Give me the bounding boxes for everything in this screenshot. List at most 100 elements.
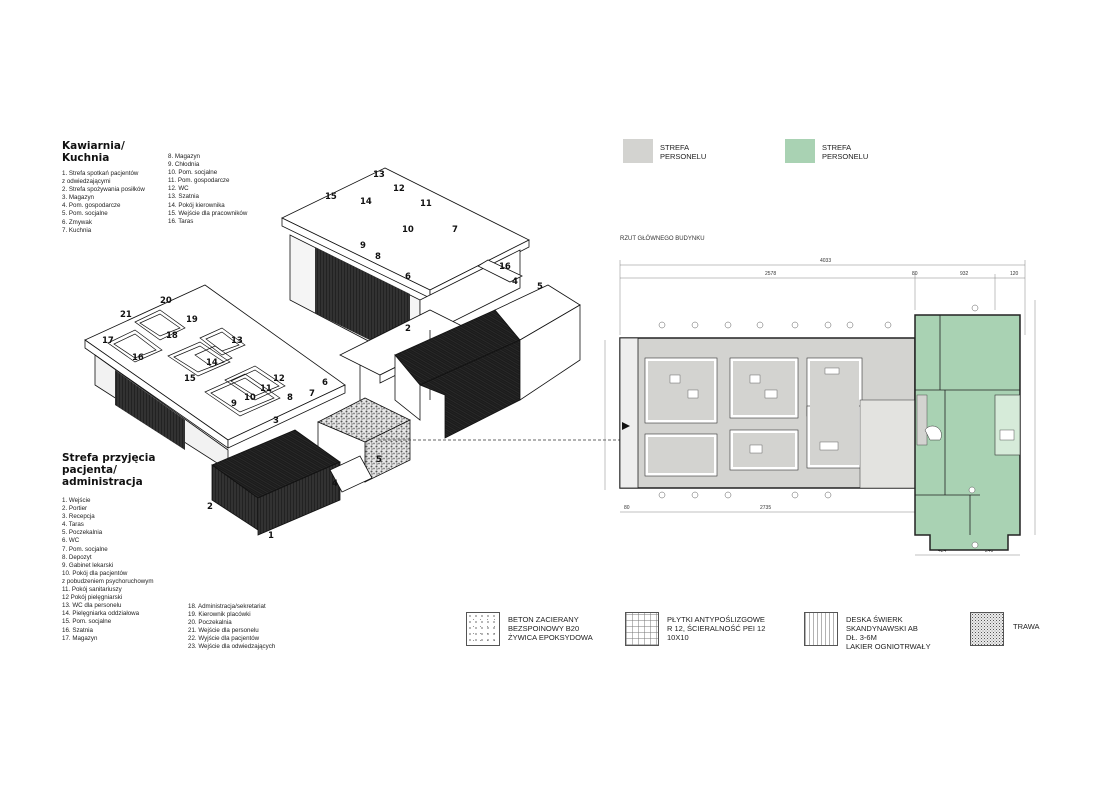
dim-c: 932: [960, 271, 969, 277]
axo-label: 1: [268, 531, 274, 541]
axo-label: 2: [405, 324, 411, 334]
axo-label: 20: [160, 296, 172, 306]
dim-g: 240: [985, 548, 994, 554]
floor-plan: 4033 2578 80 932 120 2735 424 240 80: [604, 258, 1036, 556]
list-item: 8. Magazyn: [168, 153, 200, 160]
axo-label: 17: [102, 336, 114, 346]
list-item: 12 Pokój pielęgniarski: [62, 594, 123, 602]
axo-label: 6: [322, 378, 328, 388]
list-item: 21. Wejście dla personelu: [188, 627, 259, 635]
list-item: 15. Wejście dla pracowników: [168, 209, 248, 217]
gabled-wing: [394, 284, 581, 439]
grid-texture-icon: [625, 612, 659, 646]
list-item: 19. Kierownik placówki: [188, 611, 251, 619]
axo-label: 4: [512, 277, 518, 287]
list-item: 3. Recepcja: [62, 513, 95, 521]
entrance-block: [211, 429, 373, 536]
list-item: 10. Pom. socjalne: [168, 169, 218, 177]
list-item: 7. Pom. socjalne: [62, 545, 108, 553]
list-item: z pobudzeniem psychoruchowym: [62, 577, 154, 585]
dim-d: 120: [1010, 271, 1019, 277]
dim-total: 4033: [820, 258, 831, 264]
list-item: 11. Pokój sanitariuszy: [62, 586, 122, 594]
material-label: DESKA ŚWIERK SKANDYNAWSKI AB DŁ. 3-6M LA…: [846, 615, 931, 651]
axo-label: 8: [287, 393, 293, 403]
dim-a: 2578: [765, 271, 776, 277]
list-item: 3. Magazyn: [62, 194, 94, 202]
list-item: 8. Depozyt: [62, 553, 92, 561]
material-label: BETON ZACIERANY BEZSPOINOWY B20 ŻYWICA E…: [508, 615, 593, 642]
axo-label: 15: [325, 192, 337, 202]
list-item: 1. Wejście: [62, 497, 91, 504]
list-item: 12. WC: [168, 185, 189, 193]
dim-e: 2735: [760, 505, 771, 511]
zone-label-green: STREFA PERSONELU: [822, 143, 869, 161]
list-item: 17. Magazyn: [62, 634, 98, 642]
axo-label: 16: [499, 262, 511, 272]
list-item: 5. Poczekalnia: [62, 529, 103, 537]
axo-label: 5: [376, 455, 382, 465]
axo-label: 8: [375, 252, 381, 262]
material-label: PŁYTKI ANTYPOŚLIZGOWE R 12, ŚCIERALNOŚĆ …: [667, 615, 766, 642]
list-item: 13. Szatnia: [168, 193, 199, 201]
axo-labels-admin: 20 21 19 18 17 13 16 14 15 12 11 10 9 8 …: [102, 296, 382, 541]
list-item: 14. Pielęgniarka oddziałowa: [62, 610, 140, 618]
list-item: 14. Pokój kierownika: [168, 201, 225, 209]
list-item: 4. Taras: [62, 521, 84, 529]
axo-label: 16: [132, 353, 144, 363]
list-item: 20. Poczekalnia: [188, 619, 232, 627]
axo-label: 4: [332, 479, 338, 489]
axo-label: 7: [309, 389, 315, 399]
zone-swatch-green: [785, 139, 815, 163]
lines-texture-icon: [804, 612, 838, 646]
kawiarnia-heading: Kawiarnia/ Kuchnia: [62, 140, 125, 164]
axo-label: 12: [273, 374, 285, 384]
list-item: 9. Chłodnia: [168, 161, 200, 169]
dimension-lines: [604, 260, 1036, 556]
zone-label-grey: STREFA PERSONELU: [660, 143, 707, 161]
axo-label: 14: [206, 358, 218, 368]
entrance-arrow-icon: [622, 422, 630, 430]
list-item: 2. Portier: [62, 505, 88, 513]
list-item: 1. Strefa spotkań pacjentów: [62, 170, 139, 177]
list-item: 13. WC dla personelu: [62, 602, 122, 610]
dots-texture-icon: [466, 612, 500, 646]
list-item: 4. Pom. gospodarcze: [62, 202, 121, 210]
axo-label: 10: [244, 393, 256, 403]
axo-label: 11: [260, 384, 272, 394]
axo-label: 11: [420, 199, 432, 209]
green-zone: [914, 314, 1021, 551]
axo-label: 7: [452, 225, 458, 235]
axo-label: 21: [120, 310, 132, 320]
list-item: 22. Wyjście dla pacjentów: [188, 635, 260, 643]
list-item: 18. Administracja/sekretariat: [188, 603, 266, 610]
zone-swatch-grey: [623, 139, 653, 163]
axo-label: 13: [231, 336, 243, 346]
list-item: 5. Pom. socjalne: [62, 210, 108, 218]
axo-label: 6: [405, 272, 411, 282]
admin-building: [84, 284, 346, 471]
dim-f: 424: [938, 548, 947, 554]
axo-label: 2: [207, 502, 213, 512]
axo-label: 9: [231, 399, 237, 409]
przyjecia-list-2: 18. Administracja/sekretariat 19. Kierow…: [188, 603, 275, 652]
axo-label: 14: [360, 197, 372, 207]
list-item: 6. WC: [62, 537, 80, 545]
przyjecia-list-1: 1. Wejście 2. Portier 3. Recepcja 4. Tar…: [62, 497, 153, 643]
grey-zone: [619, 337, 916, 489]
dim-b: 80: [912, 271, 918, 277]
dim-h: 80: [624, 505, 630, 511]
list-item: 16. Szatnia: [62, 626, 93, 634]
axo-label: 15: [184, 374, 196, 384]
axo-label: 10: [402, 225, 414, 235]
kawiarnia-list-2: 8. Magazyn 9. Chłodnia 10. Pom. socjalne…: [168, 153, 247, 226]
axo-label: 13: [373, 170, 385, 180]
grass-texture-icon: [970, 612, 1004, 646]
list-item: 10. Pokój dla pacjentów: [62, 569, 128, 577]
material-label: TRAWA: [1013, 622, 1040, 631]
axo-label: 5: [537, 282, 543, 292]
list-item: z odwiedzającymi: [62, 178, 111, 186]
kawiarnia-list-1: 1. Strefa spotkań pacjentów z odwiedzają…: [62, 170, 145, 235]
axo-labels-kitchen: 13 12 15 14 11 10 7 9 8 6 16 4 5 2: [325, 170, 543, 334]
list-item: 23. Wejście dla odwiedzających: [188, 643, 276, 651]
